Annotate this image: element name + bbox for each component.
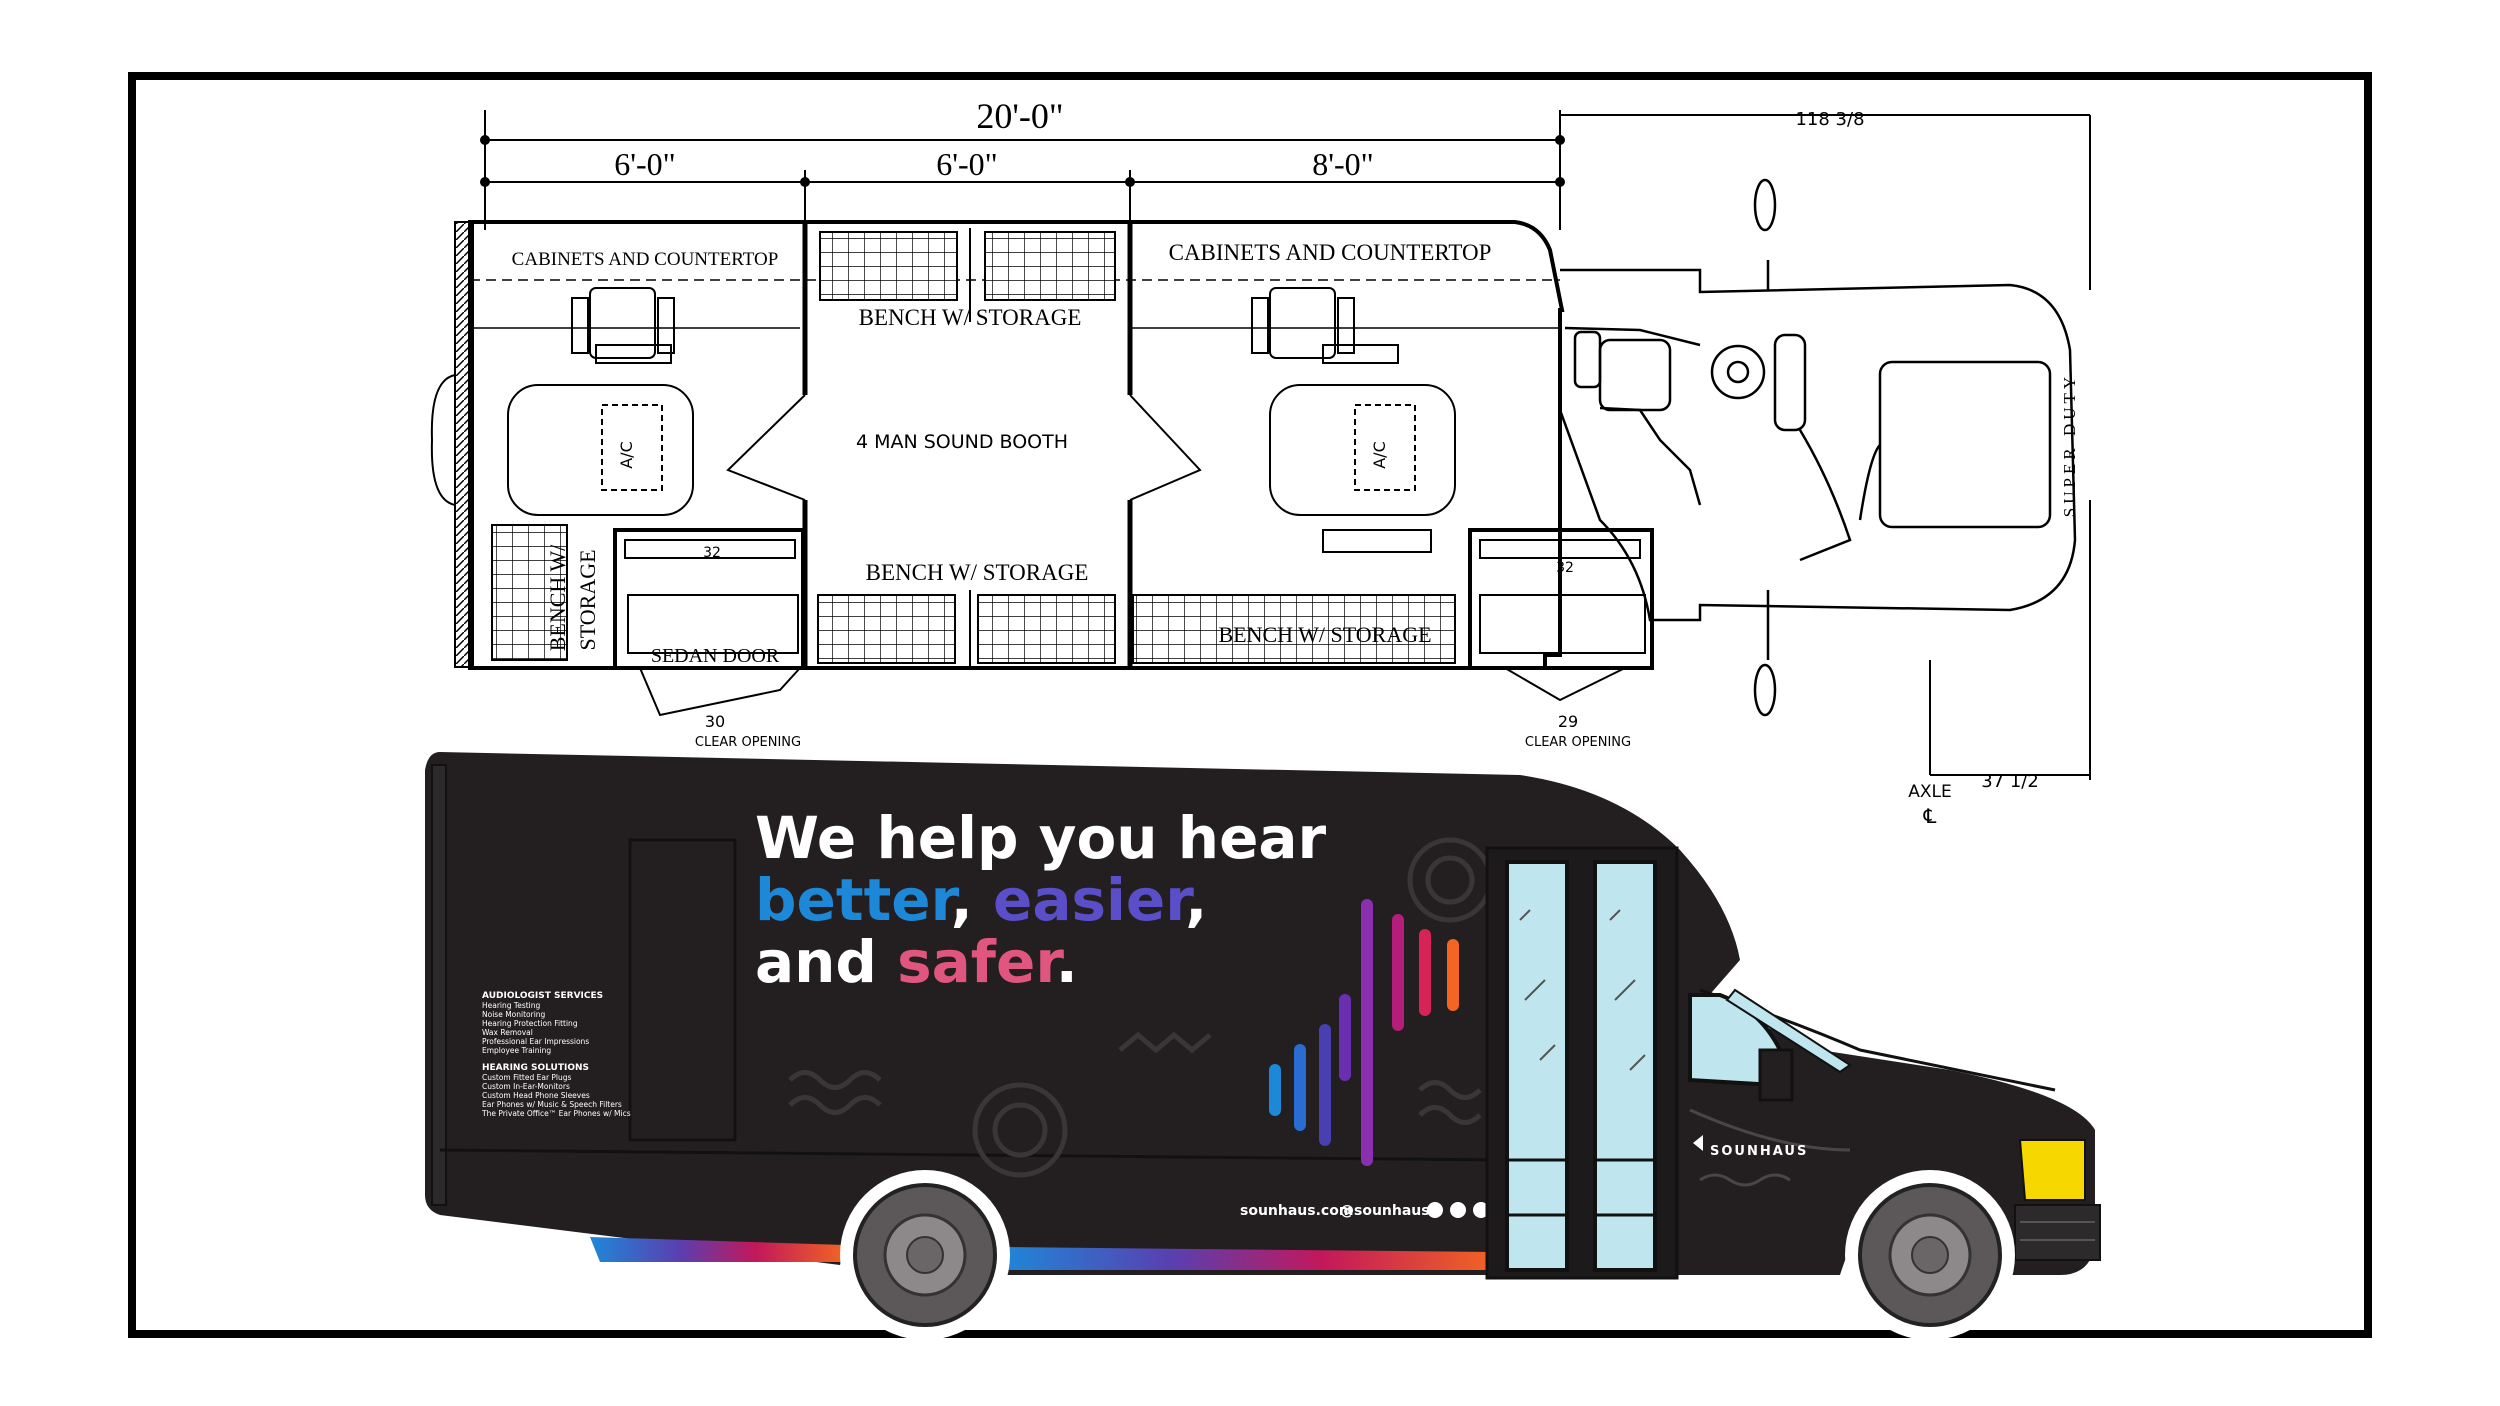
floor-plan — [430, 110, 2091, 780]
dim-seg2: 6'-0" — [936, 146, 997, 182]
bus-side-view: We help you hear better, easier, and saf… — [425, 752, 2101, 1340]
label-bench-bottom-mid: BENCH W/ STORAGE — [866, 560, 1089, 585]
label-ac-left: A/C — [617, 441, 636, 469]
handle-text: @sounhaus — [1340, 1203, 1430, 1219]
label-step-left: 32 — [703, 545, 721, 561]
services-title: AUDIOLOGIST SERVICES — [482, 991, 603, 1001]
service-item: Wax Removal — [482, 1028, 533, 1037]
service-item: Hearing Testing — [482, 1001, 541, 1010]
passenger-door — [1485, 846, 1679, 1280]
floor-plan-labels: 20'-0" 6'-0" 6'-0" 8'-0" 118 3/8 37 1/2 … — [512, 96, 2079, 828]
label-sedan-door: SEDAN DOOR — [651, 645, 780, 667]
service-item: Employee Training — [482, 1046, 551, 1055]
solution-item: The Private Office™ Ear Phones w/ Mics — [481, 1109, 631, 1118]
headline-line1: We help you hear — [755, 804, 1327, 872]
label-bench-top: BENCH W/ STORAGE — [859, 305, 1082, 330]
service-item: Hearing Protection Fitting — [482, 1019, 578, 1028]
rear-wheel — [840, 1170, 1010, 1340]
background-pattern — [788, 837, 1493, 1178]
brand-logo-icon — [1693, 1135, 1703, 1151]
dim-axle: 37 1/2 — [1981, 771, 2039, 792]
label-clear-right-value: 29 — [1558, 712, 1578, 731]
service-item: Professional Ear Impressions — [482, 1037, 589, 1046]
solution-item: Custom Fitted Ear Plugs — [482, 1073, 572, 1082]
cab-plan — [1558, 178, 2077, 717]
dim-front: 118 3/8 — [1795, 109, 1864, 130]
dimension-lines — [480, 110, 2091, 780]
facebook-icon — [1473, 1202, 1489, 1218]
label-cabinets-left: CABINETS AND COUNTERTOP — [512, 249, 779, 270]
sound-bars-graphic — [1269, 899, 1459, 1166]
brand-logo-text: SOUNHAUS — [1710, 1144, 1808, 1159]
twitter-icon — [1450, 1202, 1466, 1218]
headline-line3: and safer. — [755, 928, 1078, 996]
bus-outline — [468, 220, 1565, 670]
service-item: Noise Monitoring — [482, 1010, 546, 1019]
label-ac-right: A/C — [1370, 441, 1389, 469]
label-clear-left-value: 30 — [705, 712, 725, 731]
label-cabinets-right: CABINETS AND COUNTERTOP — [1169, 240, 1492, 265]
headline-line2: better, easier, — [755, 866, 1207, 934]
services-list: AUDIOLOGIST SERVICES Hearing Testing Noi… — [481, 991, 631, 1118]
label-axle-centerline: ℄ — [1923, 804, 1937, 828]
instagram-icon — [1427, 1202, 1443, 1218]
front-wheel — [1845, 1170, 2015, 1340]
label-step-right: 32 — [1556, 560, 1574, 576]
label-bench-left-1: BENCH W/ — [545, 544, 570, 651]
label-bench-bottom-right: BENCH W/ STORAGE — [1218, 622, 1431, 647]
solution-item: Ear Phones w/ Music & Speech Filters — [482, 1100, 622, 1109]
label-axle: AXLE — [1908, 782, 1952, 802]
label-sound-booth: 4 MAN SOUND BOOTH — [856, 431, 1068, 453]
dim-seg1: 6'-0" — [614, 146, 675, 182]
dim-seg3: 8'-0" — [1312, 146, 1373, 182]
label-bench-left-2: STORAGE — [575, 549, 600, 650]
solutions-title: HEARING SOLUTIONS — [482, 1063, 589, 1073]
label-clear-right: CLEAR OPENING — [1525, 735, 1631, 750]
label-clear-left: CLEAR OPENING — [695, 735, 801, 750]
color-stripe — [590, 1237, 845, 1262]
solution-item: Custom In-Ear-Monitors — [482, 1082, 570, 1091]
website-text: sounhaus.com — [1240, 1203, 1353, 1219]
dim-overall: 20'-0" — [976, 96, 1063, 136]
social-icons — [1427, 1202, 1489, 1218]
label-hood: SUPER DUTY — [2060, 373, 2079, 517]
solution-item: Custom Head Phone Sleeves — [482, 1091, 590, 1100]
